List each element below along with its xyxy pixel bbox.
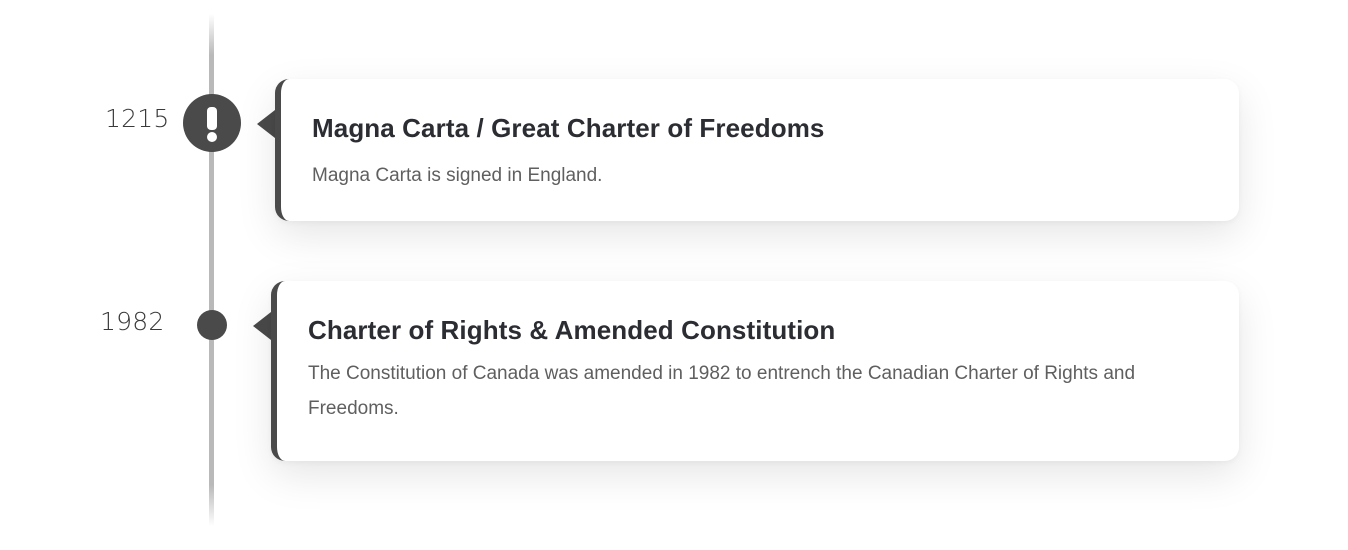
card-description: The Constitution of Canada was amended i… <box>308 363 1136 419</box>
event-year: 1982 <box>100 307 165 336</box>
timeline-card: Charter of Rights & Amended Constitution… <box>271 281 1239 461</box>
card-pointer <box>257 110 275 138</box>
card-pointer <box>253 312 271 340</box>
timeline-line <box>209 14 214 526</box>
card-title: Magna Carta / Great Charter of Freedoms <box>312 113 825 143</box>
exclamation-glyph <box>207 107 217 142</box>
event-year: 1215 <box>105 104 170 133</box>
dot-marker-icon <box>197 310 227 340</box>
card-description: Magna Carta is signed in England. <box>312 165 603 186</box>
card-title: Charter of Rights & Amended Constitution <box>308 315 836 345</box>
timeline-card: Magna Carta / Great Charter of Freedoms … <box>275 79 1239 221</box>
exclamation-icon <box>183 94 241 152</box>
